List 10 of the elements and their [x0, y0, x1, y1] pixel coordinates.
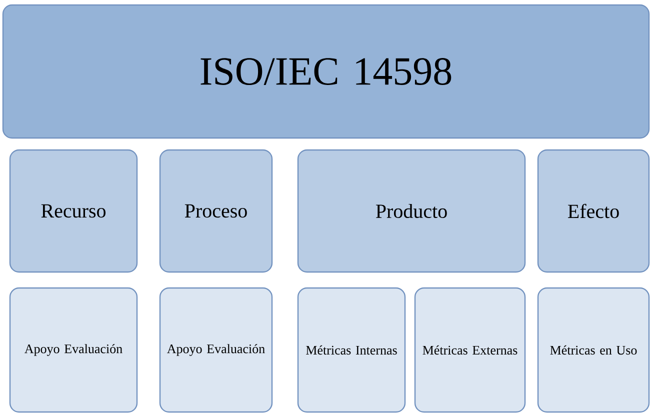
- item-box: Apoyo Evaluación: [9, 287, 138, 413]
- title-box: ISO/IEC 14598: [2, 4, 650, 139]
- category-box: Recurso: [9, 149, 138, 273]
- category-box: Efecto: [537, 149, 650, 273]
- category-box: Producto: [297, 149, 526, 273]
- category-box: Proceso: [159, 149, 273, 273]
- item-box: Métricas en Uso: [537, 287, 650, 413]
- item-box: Apoyo Evaluación: [159, 287, 273, 413]
- item-box: Métricas Internas: [297, 287, 406, 413]
- item-box: Métricas Externas: [414, 287, 526, 413]
